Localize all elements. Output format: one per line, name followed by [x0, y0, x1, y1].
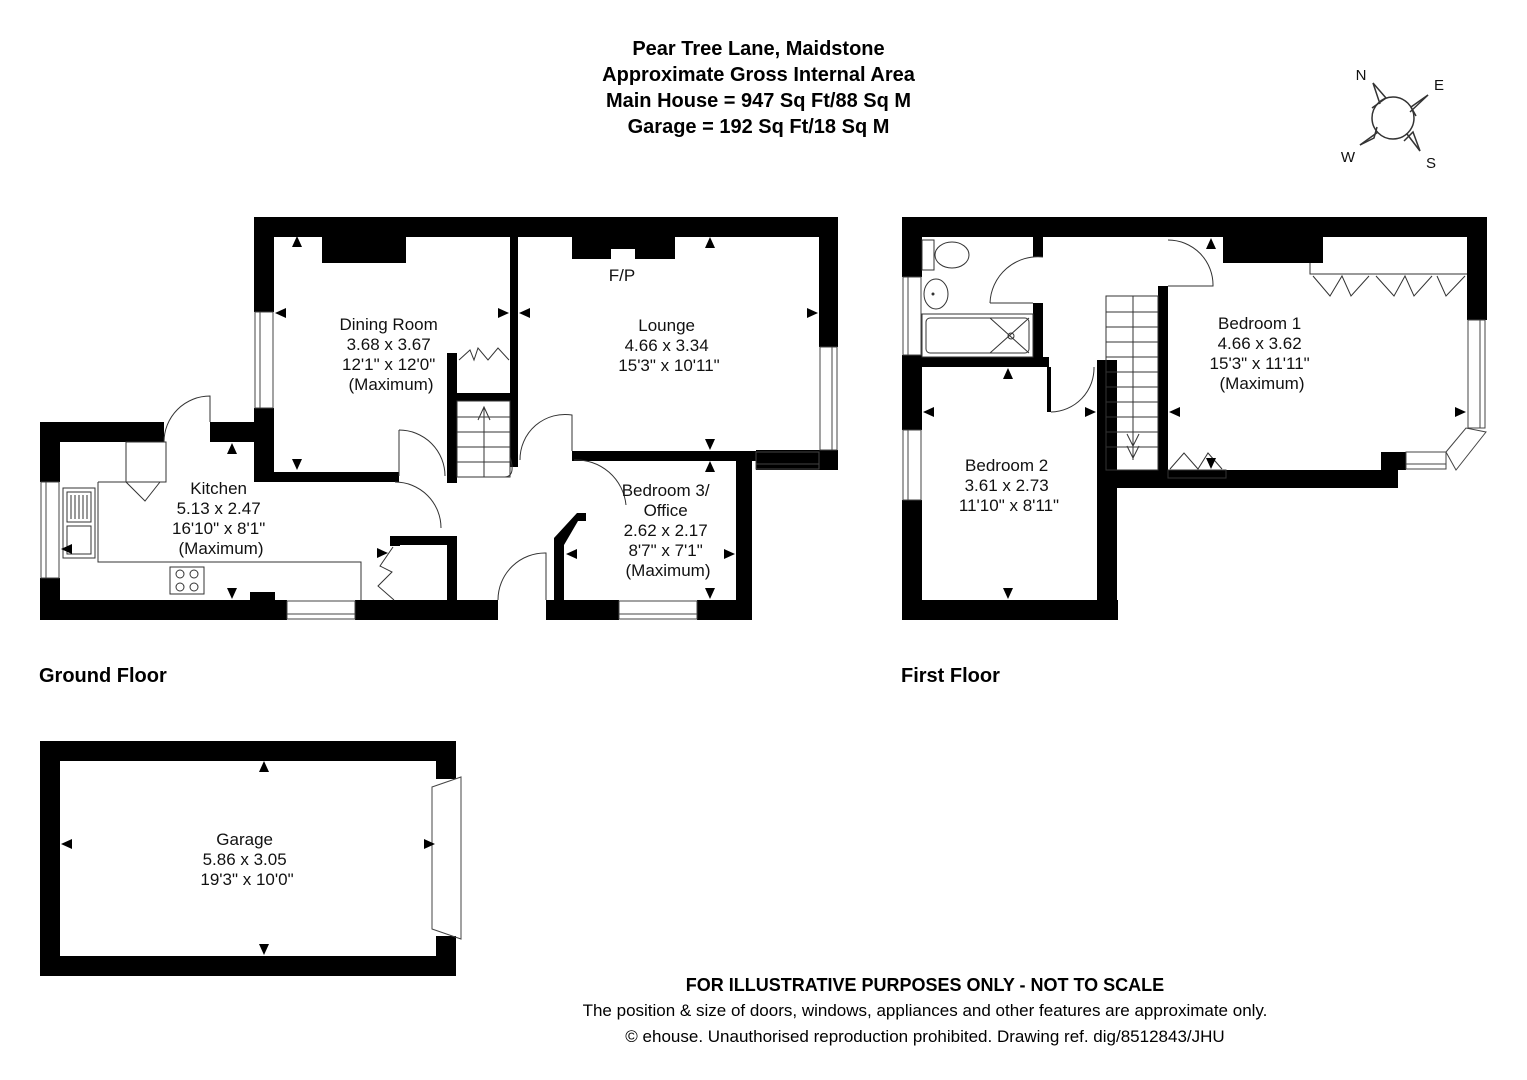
ground-floor-windows [40, 311, 838, 620]
garage-walls [40, 741, 456, 976]
ground-floor-fixtures [62, 346, 627, 601]
property-title: Pear Tree Lane, Maidstone [632, 38, 885, 60]
garage-area: Garage = 192 Sq Ft/18 Sq M [627, 116, 890, 138]
compass-east: E [1434, 77, 1444, 94]
room-label-dining: Dining Room 3.68 x 3.67 12'1" x 12'0" (M… [340, 315, 443, 394]
compass-north: N [1356, 67, 1367, 84]
room-label-kitchen: Kitchen 5.13 x 2.47 16'10" x 8'1" (Maxim… [172, 479, 270, 558]
plan-footer: FOR ILLUSTRATIVE PURPOSES ONLY - NOT TO … [0, 972, 1527, 1050]
ground-floor-walls [40, 217, 838, 620]
garage-dimension-markers [61, 761, 435, 955]
fireplace-label: F/P [609, 266, 635, 285]
room-label-bedroom2: Bedroom 2 3.61 x 2.73 11'10" x 8'11" [959, 456, 1059, 515]
approximation-note: The position & size of doors, windows, a… [582, 1001, 1268, 1020]
plan-header: Pear Tree Lane, Maidstone Approximate Gr… [0, 36, 1527, 140]
first-floor-walls [902, 217, 1487, 620]
garage-door [431, 776, 462, 940]
ground-floor-label: Ground Floor [39, 665, 167, 687]
compass-south: S [1426, 155, 1436, 172]
first-floor-fixtures [921, 239, 1467, 479]
ground-floor-dimension-markers [61, 236, 818, 599]
room-label-bedroom3: Bedroom 3/ Office 2.62 x 2.17 8'7" x 7'1… [622, 481, 715, 580]
first-floor-windows [902, 276, 1487, 501]
compass-west: W [1341, 149, 1356, 166]
room-label-lounge: Lounge 4.66 x 3.34 15'3" x 10'11" [618, 316, 719, 375]
area-subtitle: Approximate Gross Internal Area [602, 64, 915, 86]
first-floor-label: First Floor [901, 665, 1000, 687]
compass-icon [1359, 82, 1429, 152]
disclaimer: FOR ILLUSTRATIVE PURPOSES ONLY - NOT TO … [685, 975, 1165, 995]
room-label-garage: Garage 5.86 x 3.05 19'3" x 10'0" [200, 830, 293, 889]
room-label-bedroom1: Bedroom 1 4.66 x 3.62 15'3" x 11'11" (Ma… [1210, 314, 1315, 393]
copyright: © ehouse. Unauthorised reproduction proh… [625, 1027, 1225, 1046]
main-house-area: Main House = 947 Sq Ft/88 Sq M [605, 90, 912, 112]
first-floor-dimension-markers [923, 238, 1466, 599]
